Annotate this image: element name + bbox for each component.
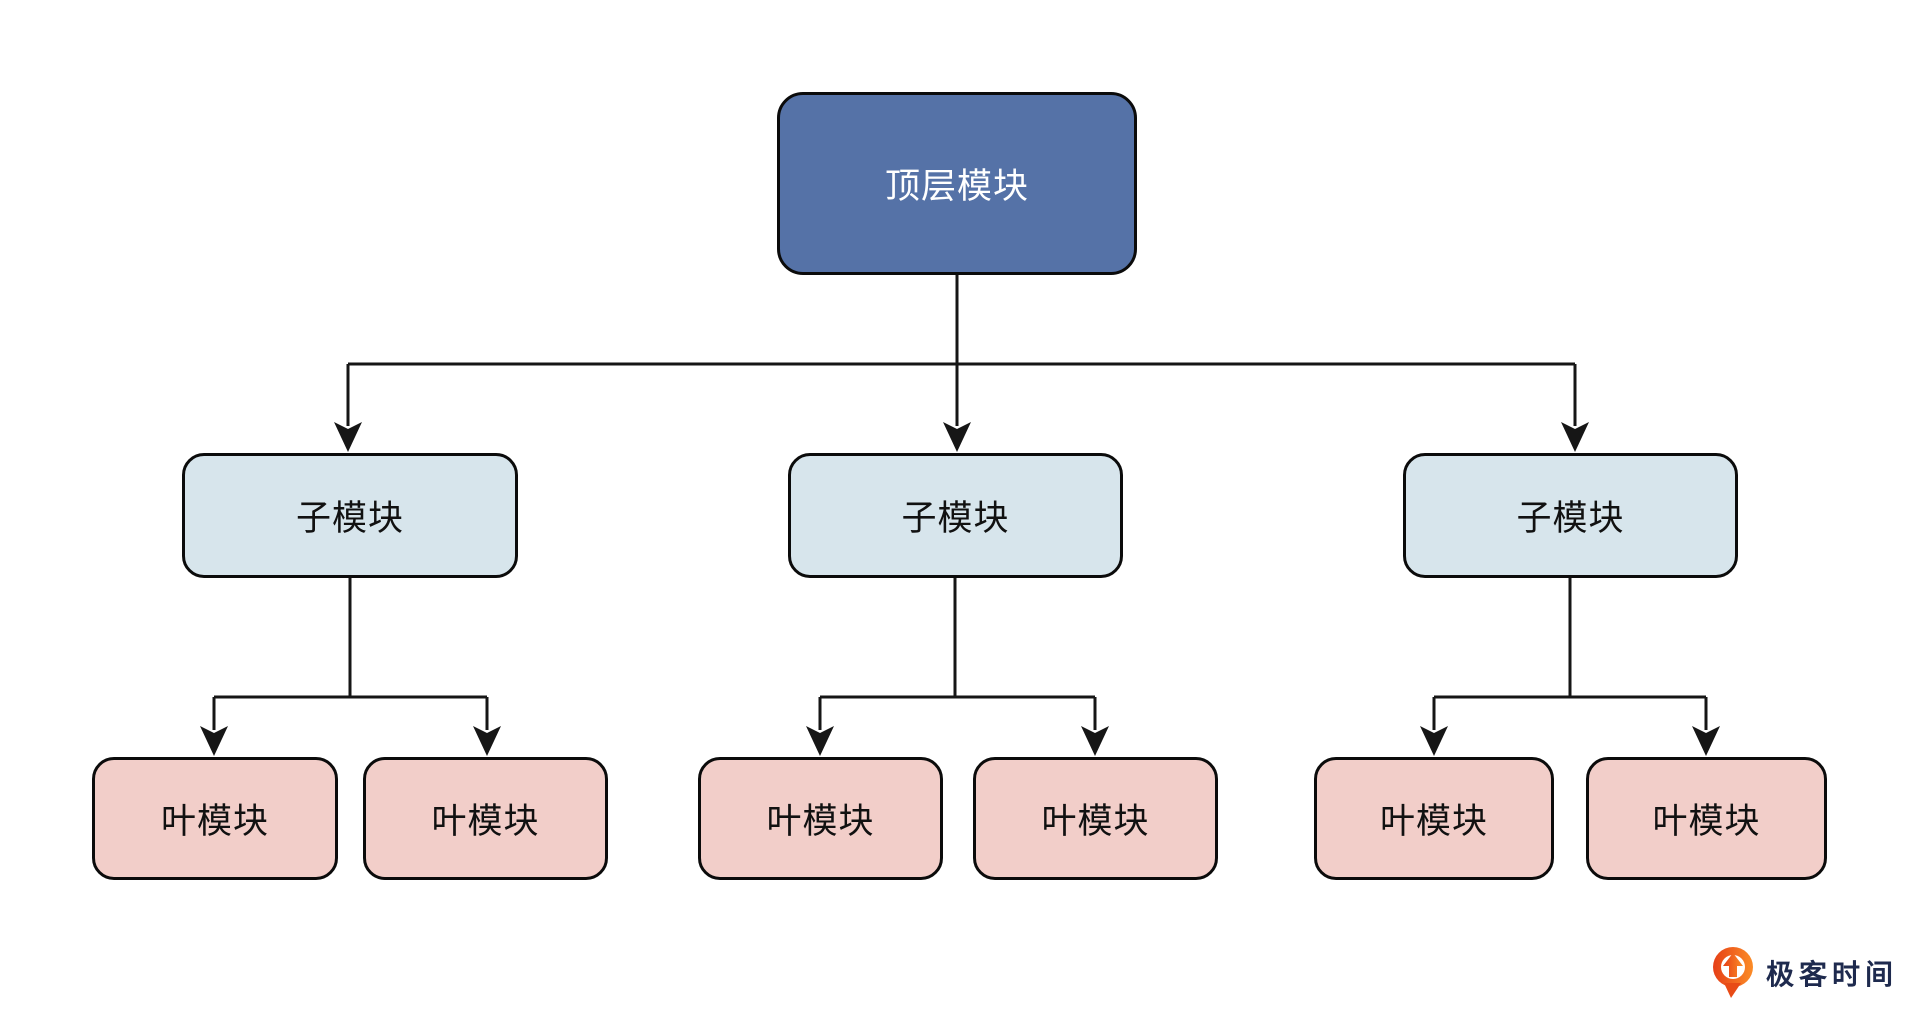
node-leaf-module-2: 叶模块 <box>363 757 608 880</box>
node-sub-module-2: 子模块 <box>788 453 1123 578</box>
brand-logo-text: 极客时间 <box>1765 959 1898 990</box>
node-leaf-module-3: 叶模块 <box>698 757 943 880</box>
arrowhead-child1 <box>334 422 362 452</box>
arrowheads <box>200 422 1720 756</box>
node-sub-module-1: 子模块 <box>182 453 518 578</box>
node-leaf-module-5: 叶模块 <box>1314 757 1554 880</box>
arrowhead-child3 <box>1561 422 1589 452</box>
brand-watermark: 极客时间 <box>1711 946 1898 1000</box>
node-leaf-module-6: 叶模块 <box>1586 757 1827 880</box>
arrowhead-leaf3 <box>806 726 834 756</box>
arrowhead-leaf1 <box>200 726 228 756</box>
arrowhead-leaf4 <box>1081 726 1109 756</box>
node-sub-module-3: 子模块 <box>1403 453 1738 578</box>
node-top-module: 顶层模块 <box>777 92 1137 275</box>
arrowhead-leaf5 <box>1420 726 1448 756</box>
node-leaf-module-1: 叶模块 <box>92 757 338 880</box>
node-leaf-module-4: 叶模块 <box>973 757 1218 880</box>
arrowhead-leaf2 <box>473 726 501 756</box>
arrowhead-child2 <box>943 422 971 452</box>
arrowhead-leaf6 <box>1692 726 1720 756</box>
connector-lines <box>212 275 1708 730</box>
geektime-pin-icon <box>1712 947 1753 998</box>
